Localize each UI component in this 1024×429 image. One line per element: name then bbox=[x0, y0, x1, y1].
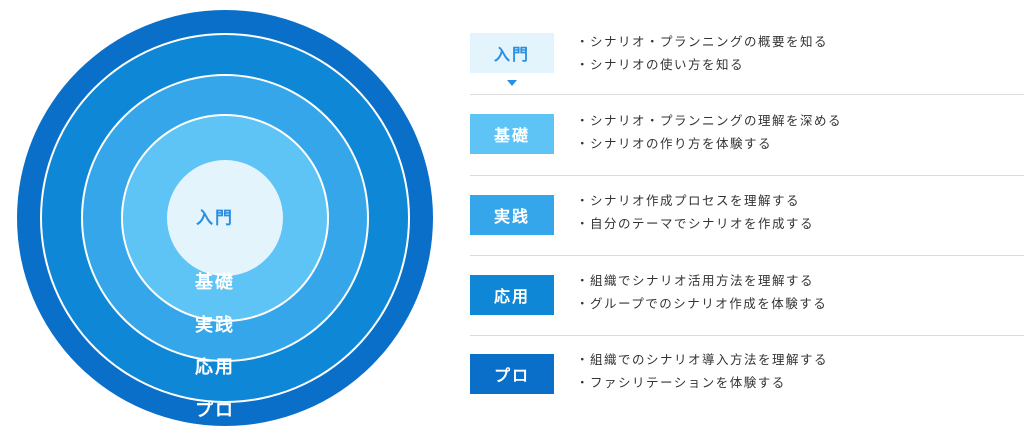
step-item: ・シナリオ・プランニングの理解を深める bbox=[576, 113, 843, 128]
step-item: ・ファシリテーションを体験する bbox=[576, 375, 786, 390]
step-desc-intro: ・シナリオ・プランニングの概要を知る ・シナリオの使い方を知る bbox=[576, 30, 828, 76]
step-item: ・自分のテーマでシナリオを作成する bbox=[576, 216, 815, 231]
divider bbox=[470, 94, 1024, 95]
step-item: ・シナリオ作成プロセスを理解する bbox=[576, 193, 801, 208]
step-item: ・組織でのシナリオ導入方法を理解する bbox=[576, 352, 829, 367]
step-badge-pro: プロ bbox=[470, 354, 554, 407]
concentric-level-diagram bbox=[17, 10, 433, 426]
step-item: ・シナリオの作り方を体験する bbox=[576, 136, 773, 151]
step-desc-advanced: ・組織でシナリオ活用方法を理解する ・グループでのシナリオ作成を体験する bbox=[576, 269, 827, 315]
divider bbox=[470, 255, 1024, 256]
step-badge-basic: 基礎 bbox=[470, 114, 554, 167]
step-item: ・シナリオの使い方を知る bbox=[576, 57, 745, 72]
step-badge-practice: 実践 bbox=[470, 195, 554, 248]
step-desc-pro: ・組織でのシナリオ導入方法を理解する ・ファシリテーションを体験する bbox=[576, 348, 828, 394]
step-desc-practice: ・シナリオ作成プロセスを理解する ・自分のテーマでシナリオを作成する bbox=[576, 189, 814, 235]
step-desc-basic: ・シナリオ・プランニングの理解を深める ・シナリオの作り方を体験する bbox=[576, 109, 842, 155]
ring-label-practice: 実践 bbox=[195, 315, 235, 336]
step-item: ・シナリオ・プランニングの概要を知る bbox=[576, 34, 829, 49]
step-item: ・グループでのシナリオ作成を体験する bbox=[576, 296, 828, 311]
ring-label-basic: 基礎 bbox=[195, 272, 235, 293]
step-badge-advanced: 応用 bbox=[470, 275, 554, 328]
step-badge-intro: 入門 bbox=[470, 33, 554, 86]
ring-label-advanced: 応用 bbox=[195, 357, 235, 378]
ring-intro-core bbox=[167, 160, 283, 276]
ring-label-pro: プロ bbox=[195, 400, 235, 421]
ring-label-intro: 入門 bbox=[196, 208, 234, 229]
divider bbox=[470, 175, 1024, 176]
step-item: ・組織でシナリオ活用方法を理解する bbox=[576, 273, 815, 288]
divider bbox=[470, 335, 1024, 336]
